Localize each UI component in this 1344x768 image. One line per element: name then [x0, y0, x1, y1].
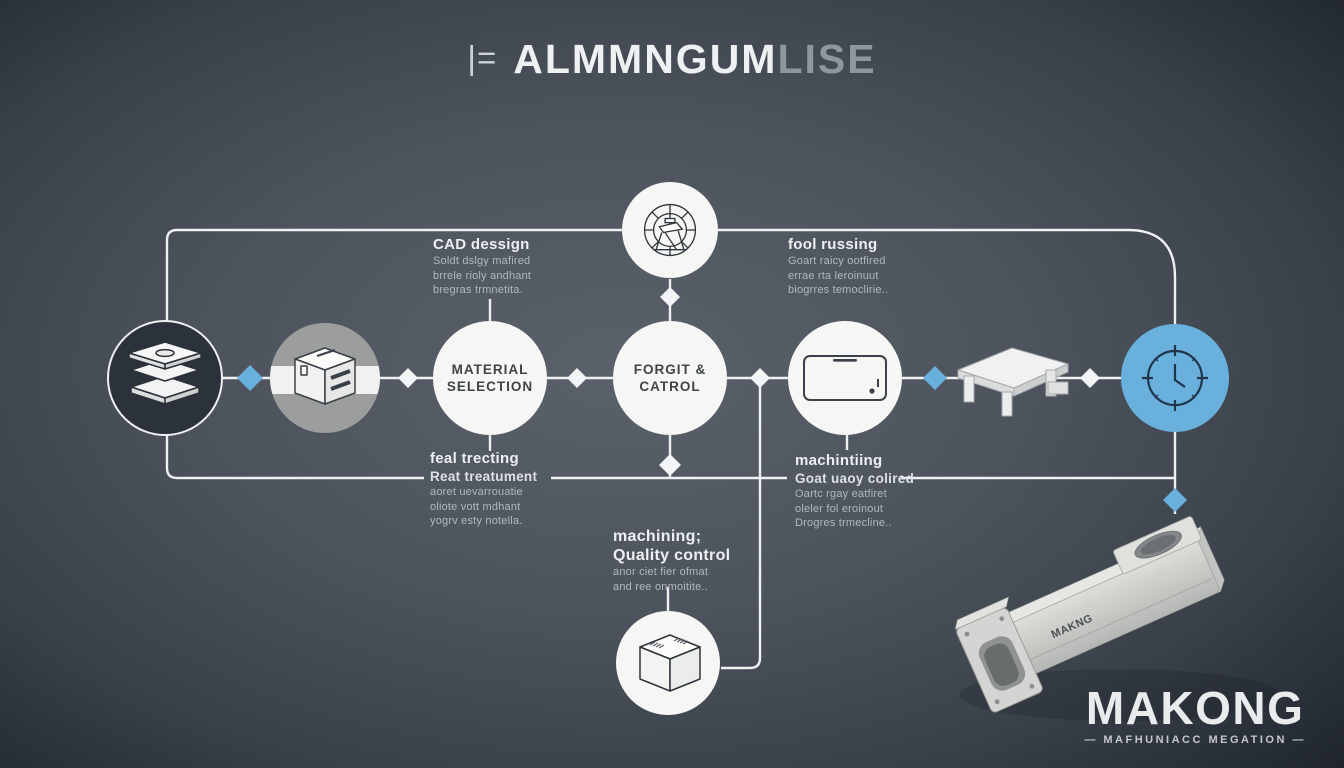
diamond-blue-1 — [237, 365, 263, 391]
title-main: ALMMNGUM — [513, 36, 778, 82]
node-inspection-box — [616, 611, 720, 715]
node-raw-billet — [270, 323, 380, 433]
diamond-white-2 — [567, 368, 587, 388]
page-title: |= ALMMNGUMLISE — [0, 36, 1344, 83]
fixture-part-image — [957, 347, 1069, 417]
brand-tagline: — MAFHUNIACC MEGATION — — [1084, 734, 1306, 746]
node-forging-control: FORGIT & CATROL — [613, 321, 727, 435]
bottom-rail-left-line — [165, 426, 424, 480]
diamond-white-4 — [1080, 368, 1100, 388]
heat-treatment-block: feal trecting Reat treatument aoret ueva… — [430, 450, 538, 527]
forging-control-label: FORGIT & CATROL — [633, 362, 707, 394]
diamond-white-5 — [660, 287, 680, 307]
node-lead-time — [1121, 324, 1229, 432]
node-stock-layers — [107, 320, 223, 436]
node-material-selection: MATERIAL SELECTION — [433, 321, 547, 435]
cad-design-heading: CAD dessign — [433, 236, 530, 253]
heat-subheading: Reat treatument — [430, 469, 538, 484]
diamond-blue-2 — [923, 366, 947, 390]
title-mark-icon: |= — [467, 39, 498, 76]
node-cad-design — [622, 182, 718, 278]
plate-icon — [803, 355, 887, 401]
cad-design-block: CAD dessign Soldt dslgy mafired brrele r… — [433, 236, 532, 296]
quality-heading-2: Quality control — [613, 547, 731, 564]
cad-drafting-icon — [643, 203, 697, 257]
brand-logo: MAKONG — MAFHUNIACC MEGATION — — [1084, 682, 1306, 746]
title-accent: LISE — [777, 36, 877, 82]
node-plate — [788, 321, 902, 435]
tooling-block: fool russing Goart raicy ootfired errae … — [788, 236, 889, 296]
machining-subheading: Goat uaoy colired — [795, 471, 915, 486]
diamond-blue-3 — [1163, 488, 1187, 512]
machining-heading: machintiing — [795, 452, 883, 469]
extrusion-part-image: MAKNG — [954, 516, 1280, 721]
machining-block: machintiing Goat uaoy colired Oartc rgay… — [795, 452, 915, 529]
heat-heading: feal trecting — [430, 450, 519, 467]
diamond-white-6 — [659, 454, 681, 476]
raw-billet-icon — [294, 347, 356, 405]
diamond-white-1 — [398, 368, 418, 388]
quality-control-block: machining; Quality control anor ciet fie… — [613, 528, 731, 593]
diamond-white-3 — [750, 368, 770, 388]
cube-icon — [639, 634, 701, 692]
stack-layers-icon — [128, 341, 202, 405]
inspection-loop-line — [721, 380, 762, 670]
top-rail-line — [165, 228, 1177, 332]
quality-heading-1: machining; — [613, 528, 702, 545]
tooling-heading: fool russing — [788, 236, 878, 253]
material-selection-label: MATERIAL SELECTION — [446, 362, 534, 394]
brand-name: MAKONG — [1085, 682, 1305, 734]
clock-icon — [1142, 345, 1208, 411]
